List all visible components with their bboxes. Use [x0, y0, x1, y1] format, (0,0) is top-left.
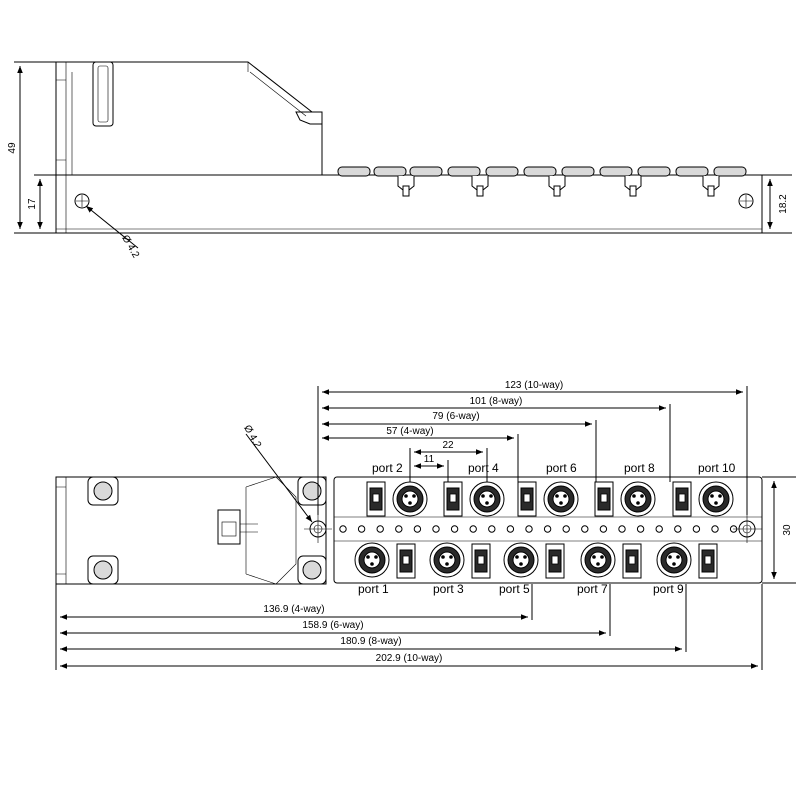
port-label-8: port 8: [624, 461, 655, 475]
side-connector-caps: [337, 166, 747, 197]
port-label-6: port 6: [546, 461, 577, 475]
dim-11: 11: [424, 454, 435, 465]
dim-202-9: 202.9 (10-way): [376, 653, 443, 664]
side-cap: [713, 166, 747, 177]
top-port-connector: [620, 481, 656, 517]
dim-136-9: 136.9 (4-way): [263, 604, 324, 615]
side-cap: [675, 166, 709, 177]
side-cap: [599, 166, 633, 177]
dim-height-base: 17: [27, 198, 38, 210]
dim-height-total: 49: [7, 142, 18, 154]
port-label-2: port 2: [372, 461, 403, 475]
status-led: [636, 525, 645, 533]
bottom-port-clip: [396, 543, 416, 579]
bottom-port-clip: [471, 543, 491, 579]
status-led: [618, 525, 626, 533]
bottom-port-connector: [503, 542, 539, 578]
bottom-port-connector: [580, 542, 616, 578]
dim-height-right: 18.2: [778, 194, 789, 214]
side-cap: [337, 166, 371, 177]
status-led: [655, 525, 663, 533]
side-clip: [397, 176, 415, 197]
bottom-port-connector: [354, 542, 390, 578]
dim-79: 79 (6-way): [432, 411, 479, 422]
status-led: [525, 525, 533, 533]
port-label-4: port 4: [468, 461, 499, 475]
status-led: [543, 525, 552, 533]
dim-180-9: 180.9 (8-way): [340, 636, 401, 647]
dim-hole-top: Ø 4.2: [241, 423, 263, 450]
bottom-port-clip: [698, 543, 718, 579]
dim-57: 57 (4-way): [386, 426, 433, 437]
bottom-port-clip: [545, 543, 565, 579]
port-label-7: port 7: [577, 582, 608, 596]
bottom-port-clip: [622, 543, 642, 579]
top-port-clip: [672, 481, 692, 517]
top-port-clip: [443, 481, 463, 517]
status-led: [395, 525, 403, 533]
side-clip: [624, 176, 642, 197]
top-port-connector: [543, 481, 579, 517]
dim-123: 123 (10-way): [505, 380, 563, 391]
dim-hole-side: Ø 4.2: [119, 233, 141, 260]
port-label-3: port 3: [433, 582, 464, 596]
port-label-10: port 10: [698, 461, 736, 475]
status-led: [376, 525, 384, 533]
side-cap: [485, 166, 519, 177]
status-led: [488, 525, 496, 533]
dim-22: 22: [442, 440, 454, 451]
status-led-row: [339, 525, 738, 533]
side-clip: [548, 176, 566, 197]
port-label-5: port 5: [499, 582, 530, 596]
status-led: [729, 525, 738, 533]
side-clip: [471, 176, 489, 197]
top-port-connector: [698, 481, 734, 517]
side-clip: [702, 176, 720, 197]
side-view: 49 17 18.2 Ø 4.2: [7, 61, 792, 260]
dim-158-9: 158.9 (6-way): [302, 620, 363, 631]
dim-30: 30: [782, 524, 793, 536]
status-led: [599, 525, 608, 533]
status-led: [711, 525, 719, 533]
status-led: [506, 525, 515, 533]
status-led: [581, 525, 589, 533]
top-port-connector: [469, 481, 505, 517]
status-led: [357, 525, 366, 533]
bottom-port-connector: [656, 542, 692, 578]
status-led: [562, 525, 570, 533]
top-view: port 2 port 4 port 6 port 8 port 10 port…: [55, 380, 796, 670]
status-led: [450, 525, 459, 533]
top-port-clip: [594, 481, 614, 517]
side-cap: [637, 166, 671, 177]
status-led: [413, 525, 422, 533]
side-cap: [373, 166, 407, 177]
side-cap: [561, 166, 595, 177]
top-port-clip: [366, 481, 386, 517]
port-labels: port 2 port 4 port 6 port 8 port 10 port…: [358, 461, 736, 596]
port-label-9: port 9: [653, 582, 684, 596]
side-cap: [409, 166, 443, 177]
top-port-connector: [392, 481, 428, 517]
bottom-port-connector: [429, 542, 465, 578]
status-led: [692, 525, 701, 533]
port-label-1: port 1: [358, 582, 389, 596]
side-cap: [523, 166, 557, 177]
top-port-clip: [517, 481, 537, 517]
status-led: [674, 525, 682, 533]
status-led: [469, 525, 477, 533]
status-led: [339, 525, 347, 533]
dim-101: 101 (8-way): [470, 396, 523, 407]
side-cap: [447, 166, 481, 177]
port-connectors: [354, 481, 734, 579]
status-led: [432, 525, 440, 533]
